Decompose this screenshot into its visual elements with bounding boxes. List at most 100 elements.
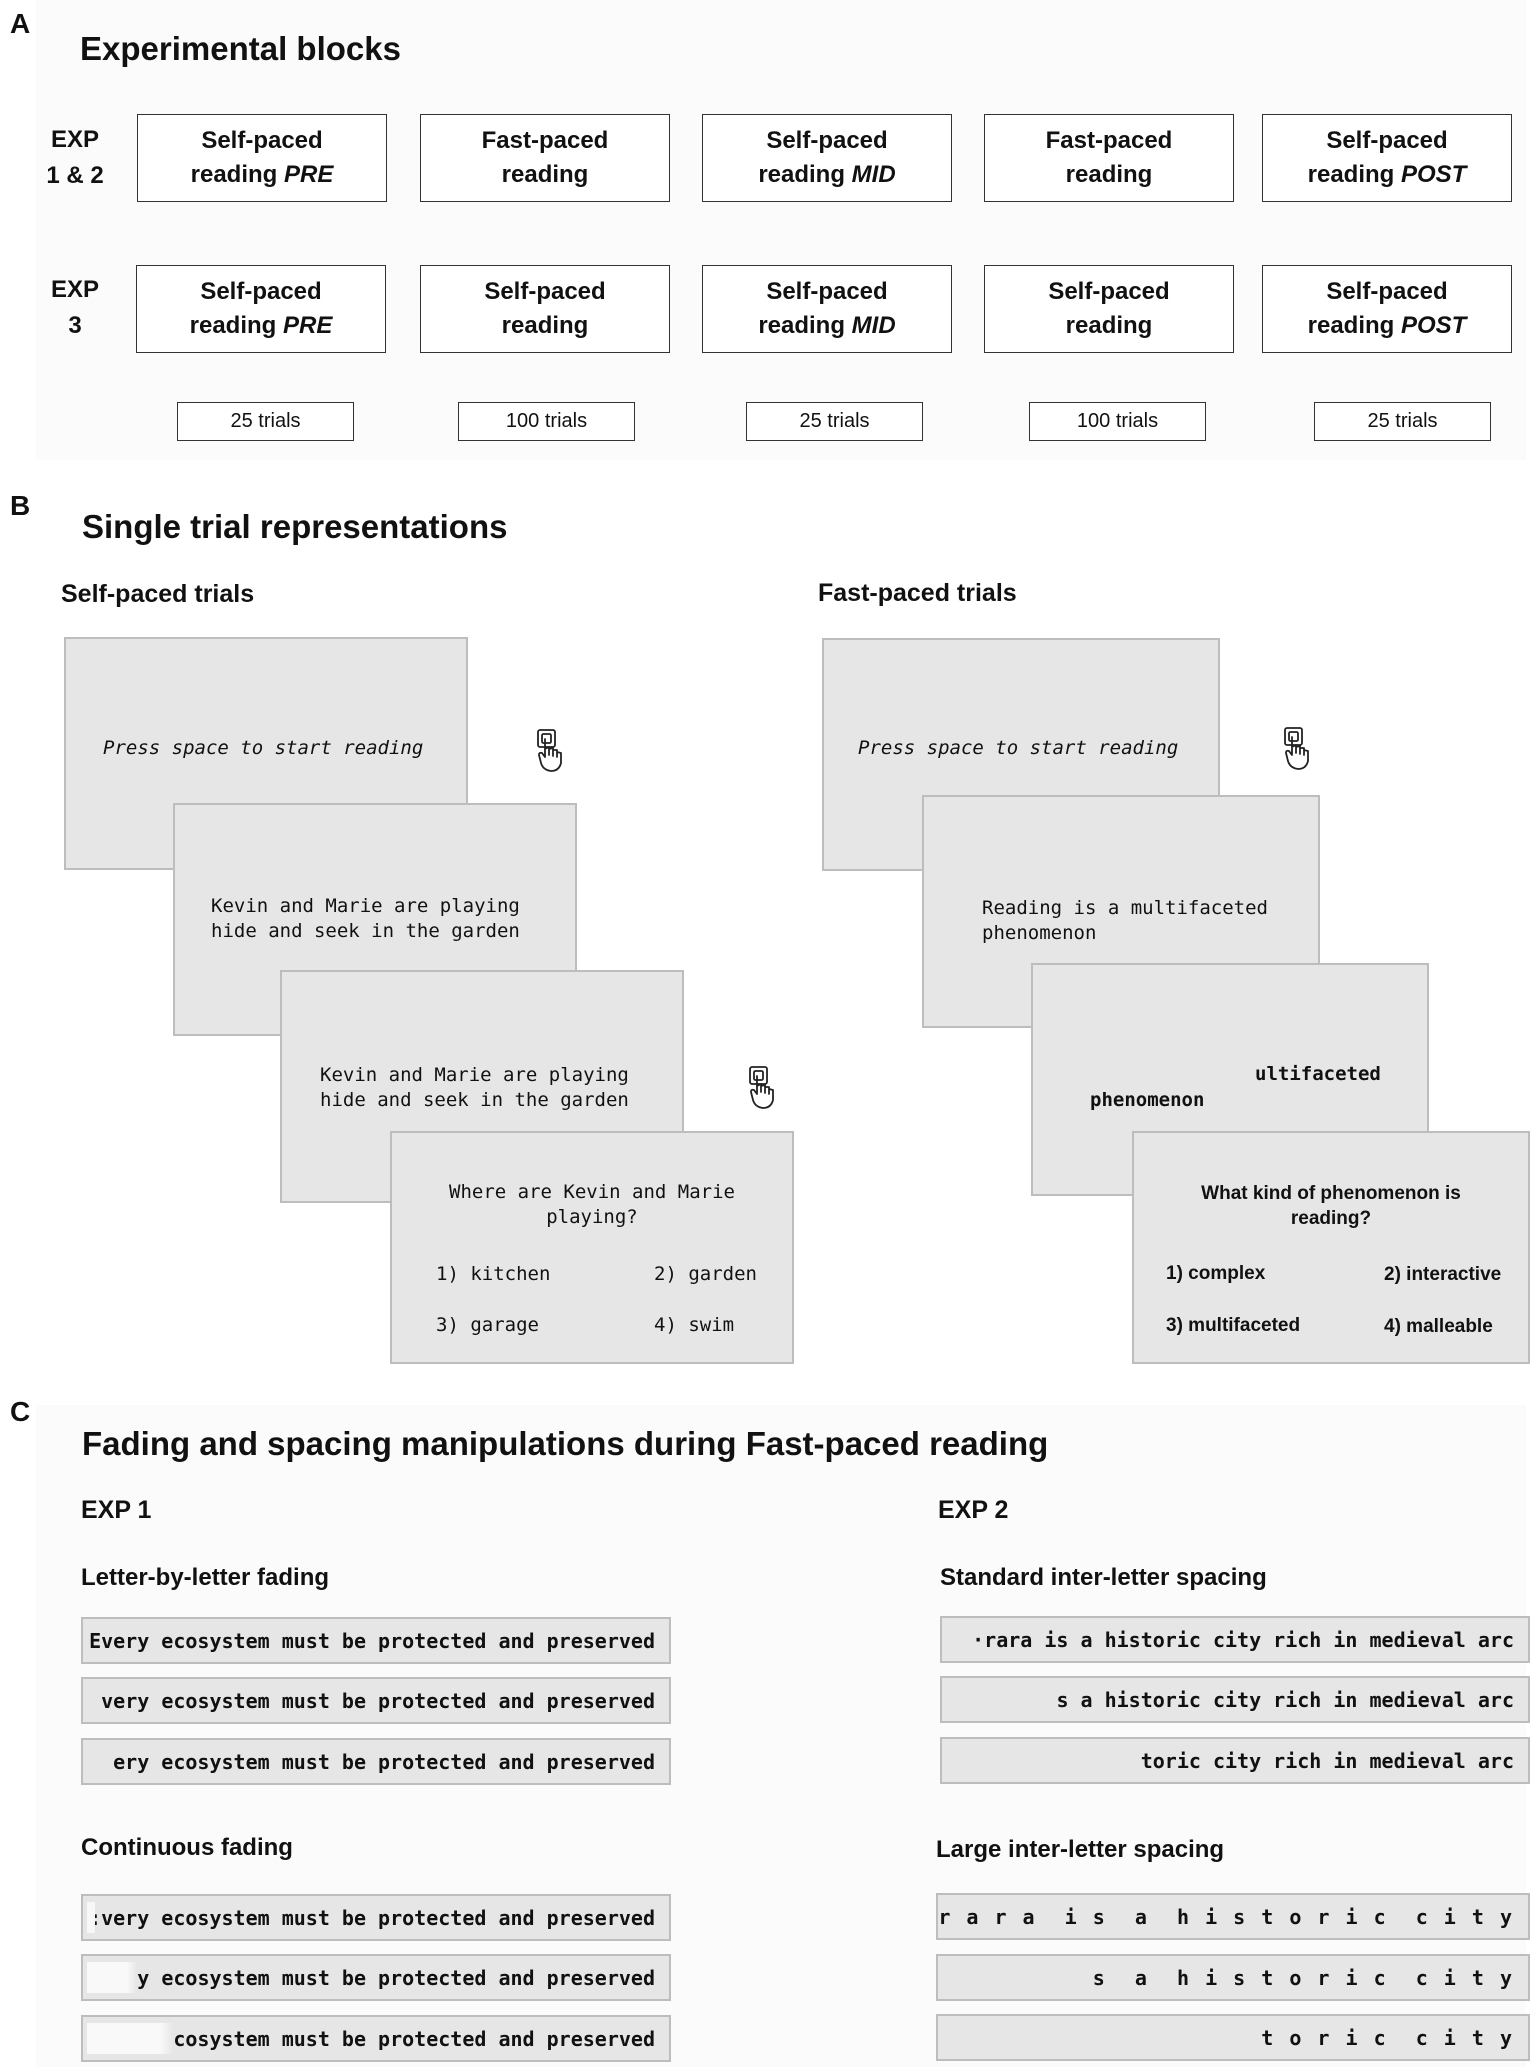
strip-text: very ecosystem must be protected and pre… [101, 1688, 655, 1713]
block-line1: Self-paced [766, 278, 888, 305]
option-2: 2) garden [654, 1263, 757, 1285]
strip-text: ·rara is a historic city rich in medieva… [972, 1627, 1514, 1652]
sentence-line2: hide and seek in the garden [211, 920, 520, 942]
start-prompt: Press space to start reading [858, 737, 1179, 759]
letter-fading-title: Letter-by-letter fading [81, 1564, 330, 1591]
option-2: 2) interactive [1384, 1264, 1502, 1285]
block-line1: Self-paced [201, 127, 323, 154]
block-self-paced-post: Self-paced reading POST [1262, 114, 1512, 202]
panel-b-letter: B [10, 490, 31, 521]
strip-text: y ecosystem must be protected and preser… [137, 1965, 655, 1990]
block-line2-text: reading [758, 312, 845, 339]
row-label-exp-3: EXP 3 [30, 272, 120, 344]
block-suffix: PRE [283, 312, 333, 339]
fade-mask [87, 1962, 137, 1993]
fade-mask [87, 1902, 95, 1933]
block-line1: Fast-paced [481, 127, 609, 154]
panel-a-title: Experimental blocks [80, 30, 401, 67]
block-self-paced-pre: Self-paced reading PRE [137, 114, 387, 202]
faded-line1: ultifaceted [1255, 1063, 1381, 1085]
block-line2: reading POST [1308, 158, 1467, 192]
row-label-line2: 3 [68, 312, 82, 339]
block-line1: Fast-paced [1045, 127, 1173, 154]
continuous-fading-strip: :cosystem must be protected and preserve… [81, 2015, 671, 2062]
row-label-line1: EXP [50, 126, 100, 153]
sentence-line1: Reading is a multifaceted [982, 897, 1268, 919]
strip-text: t o r i c c i t y [1261, 2025, 1514, 2050]
block-suffix: MID [851, 161, 896, 188]
faded-line2: phenomenon [1090, 1089, 1205, 1111]
strip-text: toric city rich in medieval arc [1140, 1748, 1514, 1773]
block-line2: reading POST [1308, 309, 1467, 343]
block-line2: reading PRE [190, 309, 333, 343]
block-line2: reading MID [758, 158, 895, 192]
trials-count: 100 trials [458, 402, 635, 441]
option-3: 3) garage [436, 1314, 539, 1336]
block-fast-paced: Fast-paced reading [984, 114, 1234, 202]
block-line2-text: reading [190, 161, 278, 188]
panel-c-letter: C [10, 1396, 31, 1427]
block-self-paced-pre: Self-paced reading PRE [136, 265, 386, 353]
letter-fading-strip: ery ecosystem must be protected and pres… [81, 1738, 671, 1785]
strip-text: s a historic city rich in medieval arc [1056, 1687, 1514, 1712]
block-line1: Self-paced [1048, 278, 1170, 305]
block-fast-paced: Fast-paced reading [420, 114, 670, 202]
self-paced-trials-title: Self-paced trials [61, 580, 255, 608]
strip-text: :very ecosystem must be protected and pr… [89, 1905, 655, 1930]
panel-c-title: Fading and spacing manipulations during … [82, 1425, 1049, 1462]
block-suffix: POST [1401, 312, 1467, 339]
sentence-line1: Kevin and Marie are playing [211, 895, 520, 917]
strip-text: ery ecosystem must be protected and pres… [113, 1749, 655, 1774]
block-line2: reading [501, 312, 589, 339]
sentence-line2: hide and seek in the garden [320, 1089, 629, 1111]
continuous-fading-strip: :very ecosystem must be protected and pr… [81, 1894, 671, 1941]
trials-count: 25 trials [746, 402, 923, 441]
letter-fading-strip: very ecosystem must be protected and pre… [81, 1677, 671, 1724]
question-line1: What kind of phenomenon is [1201, 1183, 1461, 1204]
sentence-line2: phenomenon [982, 922, 1097, 944]
row-label-line1: EXP [50, 276, 100, 303]
screen-question: What kind of phenomenon is reading? 1) c… [1132, 1131, 1530, 1364]
block-line1: Self-paced [484, 278, 606, 305]
standard-spacing-strip: ·rara is a historic city rich in medieva… [940, 1616, 1530, 1663]
screen-question: Where are Kevin and Marie playing? 1) ki… [390, 1131, 794, 1364]
hand-press-icon [1284, 727, 1309, 770]
question-line2: playing? [546, 1206, 638, 1228]
block-suffix: PRE [284, 161, 334, 188]
continuous-fading-title: Continuous fading [81, 1834, 293, 1861]
trials-count: 100 trials [1029, 402, 1206, 441]
trials-count: 25 trials [177, 402, 354, 441]
hand-press-icon [749, 1066, 774, 1109]
standard-spacing-strip: s a historic city rich in medieval arc [940, 1676, 1530, 1723]
standard-spacing-title: Standard inter-letter spacing [940, 1564, 1267, 1591]
block-suffix: MID [851, 312, 896, 339]
trials-count: 25 trials [1314, 402, 1491, 441]
start-prompt: Press space to start reading [103, 737, 424, 759]
large-spacing-strip: t o r i c c i t y [936, 2014, 1530, 2061]
option-3: 3) multifaceted [1166, 1315, 1301, 1336]
option-1: 1) complex [1166, 1263, 1266, 1284]
sentence-line1: Kevin and Marie are playing [320, 1064, 629, 1086]
block-line2: reading [1065, 312, 1153, 339]
row-label-line2: 1 & 2 [46, 162, 104, 189]
exp1-title: EXP 1 [81, 1496, 152, 1524]
block-line1: Self-paced [766, 127, 888, 154]
block-line2-text: reading [758, 161, 845, 188]
block-line2-text: reading [1307, 312, 1395, 339]
standard-spacing-strip: toric city rich in medieval arc [940, 1737, 1530, 1784]
panel-b-title: Single trial representations [82, 508, 508, 545]
letter-fading-strip: Every ecosystem must be protected and pr… [81, 1617, 671, 1664]
large-spacing-strip: s a h i s t o r i c c i t y [936, 1954, 1530, 2001]
block-line2: reading [1065, 161, 1153, 188]
block-self-paced-mid: Self-paced reading MID [702, 114, 952, 202]
block-self-paced: Self-paced reading [984, 265, 1234, 353]
fade-mask [87, 2023, 173, 2054]
block-line2-text: reading [1307, 161, 1395, 188]
block-line1: Self-paced [1326, 278, 1448, 305]
block-line2: reading PRE [191, 158, 334, 192]
block-self-paced-mid: Self-paced reading MID [702, 265, 952, 353]
strip-text: r a r a i s a h i s t o r i c c i t y [938, 1904, 1514, 1929]
block-line2: reading MID [758, 309, 895, 343]
question-line2: reading? [1290, 1208, 1372, 1229]
strip-text: s a h i s t o r i c c i t y [1092, 1965, 1514, 1990]
